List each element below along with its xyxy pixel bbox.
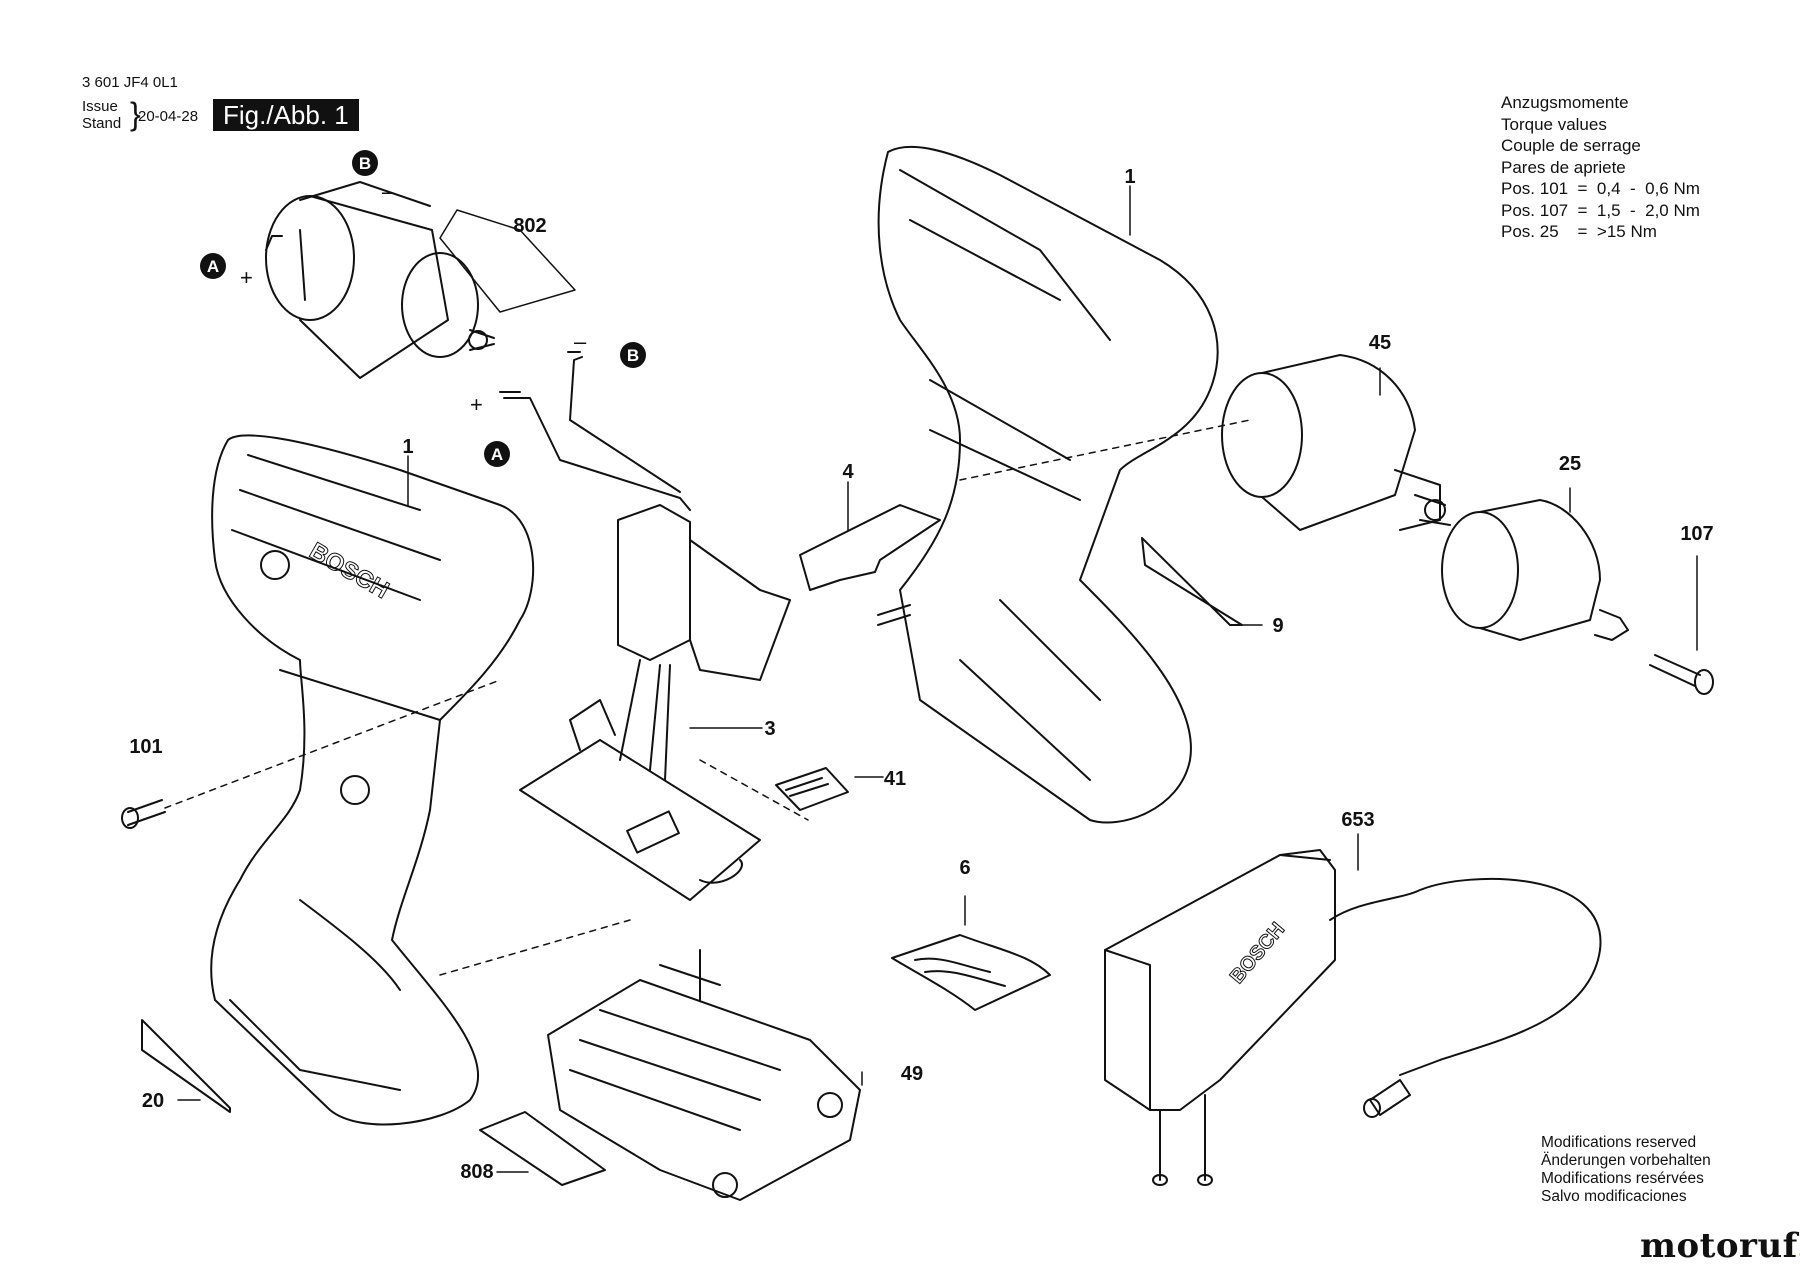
callout-653: 653 bbox=[1341, 809, 1374, 831]
screw-107 bbox=[1649, 654, 1714, 695]
watermark-dot: . bbox=[1797, 1226, 1800, 1266]
stand-label: Stand bbox=[82, 115, 122, 132]
battery-49 bbox=[547, 949, 861, 1201]
connector-b-wire: B bbox=[620, 342, 646, 368]
connector-a-wire: A bbox=[484, 441, 510, 467]
callout-802: 802 bbox=[513, 215, 546, 237]
connector-a-label: A bbox=[207, 257, 219, 276]
torque-line: Anzugsmomente bbox=[1501, 93, 1629, 112]
screw-101 bbox=[121, 799, 166, 829]
connector-b-label: B bbox=[627, 346, 639, 365]
torque-line: Pos. 25 = >15 Nm bbox=[1501, 222, 1657, 241]
minus-sign: – bbox=[382, 179, 395, 204]
connector-b-label: B bbox=[359, 154, 371, 173]
watermark-logo: motoruf.de bbox=[1640, 1226, 1800, 1266]
callout-6: 6 bbox=[959, 857, 970, 879]
modifications-line: Modifications reserved bbox=[1541, 1134, 1697, 1151]
torque-line: Pos. 101 = 0,4 - 0,6 Nm bbox=[1501, 179, 1700, 198]
callout-20: 20 bbox=[142, 1090, 164, 1112]
modifications-line: Modifications resérvées bbox=[1541, 1170, 1704, 1187]
wedge-9 bbox=[1141, 537, 1243, 626]
callout-101: 101 bbox=[129, 736, 162, 758]
callout-1-right: 1 bbox=[1124, 166, 1135, 188]
plus-sign: + bbox=[240, 265, 253, 290]
modifications-notice: Modifications reserved Änderungen vorbeh… bbox=[1541, 1134, 1711, 1206]
brace-glyph: } bbox=[130, 96, 141, 132]
connector-a-top: A bbox=[200, 253, 226, 279]
plus-sign: + bbox=[470, 392, 483, 417]
label-808 bbox=[479, 1111, 606, 1186]
gearbox-45 bbox=[1221, 354, 1451, 531]
callout-41: 41 bbox=[884, 768, 906, 790]
modifications-line: Salvo modificaciones bbox=[1541, 1188, 1687, 1205]
callout-3: 3 bbox=[764, 718, 775, 740]
torque-values: Anzugsmomente Torque values Couple de se… bbox=[1501, 92, 1700, 243]
figure-label: Fig./Abb. 1 bbox=[213, 99, 359, 131]
connector-b-top: B bbox=[352, 150, 378, 176]
callout-9: 9 bbox=[1272, 615, 1283, 637]
minus-sign: – bbox=[574, 329, 587, 354]
callout-4: 4 bbox=[842, 461, 854, 483]
callout-45: 45 bbox=[1369, 332, 1391, 354]
watermark-name: motoruf bbox=[1640, 1226, 1797, 1266]
wires bbox=[499, 351, 691, 511]
connector-a-label: A bbox=[491, 445, 503, 464]
wedge-20 bbox=[141, 1019, 231, 1113]
modifications-line: Änderungen vorbehalten bbox=[1541, 1152, 1711, 1169]
callout-107: 107 bbox=[1680, 523, 1713, 545]
switch-module-3 bbox=[519, 504, 791, 901]
housing-left-1 bbox=[210, 434, 535, 1126]
issue-label: Issue bbox=[82, 98, 118, 115]
part-number: 3 601 JF4 0L1 bbox=[82, 74, 178, 91]
brand-emboss: BOSCH bbox=[1226, 919, 1289, 988]
callout-49: 49 bbox=[901, 1063, 923, 1085]
torque-line: Pares de apriete bbox=[1501, 157, 1626, 177]
housing-right-1 bbox=[877, 146, 1219, 824]
callout-1-left: 1 bbox=[402, 436, 413, 458]
chuck-25 bbox=[1441, 499, 1629, 641]
torque-line: Torque values bbox=[1501, 114, 1607, 134]
bracket-4 bbox=[799, 504, 941, 591]
brand-emboss: BOSCH bbox=[305, 537, 394, 604]
callout-25: 25 bbox=[1559, 453, 1581, 475]
label-6 bbox=[891, 934, 1051, 1011]
charger-653 bbox=[1104, 849, 1602, 1186]
indicator-41 bbox=[775, 767, 849, 811]
torque-line: Couple de serrage bbox=[1501, 136, 1641, 155]
motor-802 bbox=[265, 181, 495, 379]
callout-808: 808 bbox=[460, 1161, 493, 1183]
issue-date: 20-04-28 bbox=[138, 108, 199, 125]
torque-line: Pos. 107 = 1,5 - 2,0 Nm bbox=[1501, 200, 1700, 220]
